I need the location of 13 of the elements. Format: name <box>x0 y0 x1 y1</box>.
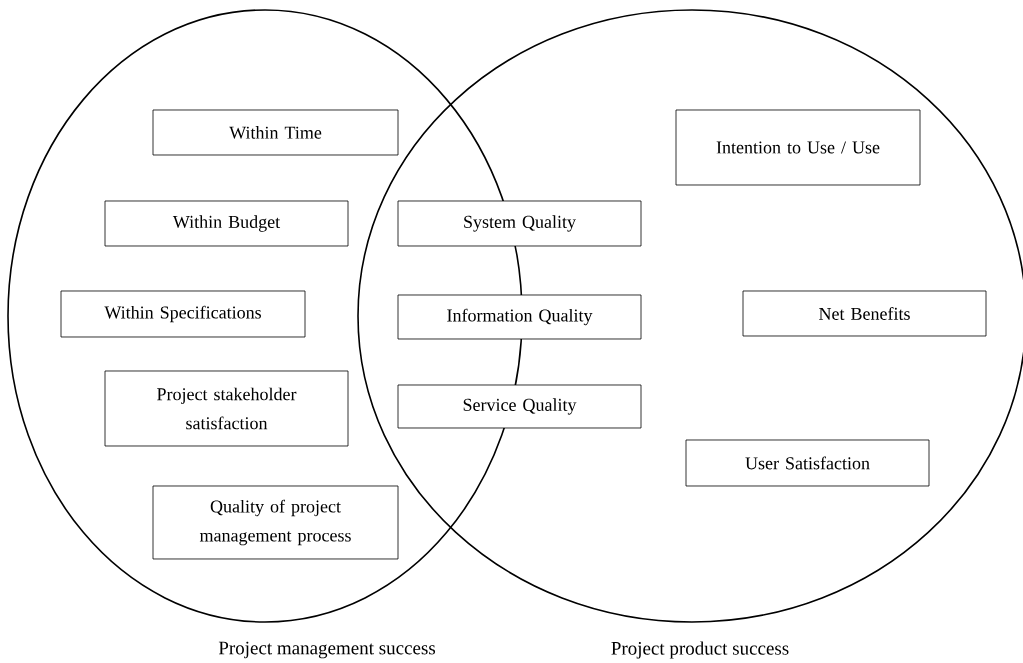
text-box: Intention to Use / Use <box>675 109 921 186</box>
text-box: Net Benefits <box>742 290 987 337</box>
text-box: User Satisfaction <box>685 439 930 487</box>
text-box: Within Specifications <box>60 290 306 338</box>
text-box: Service Quality <box>397 384 642 429</box>
text-box: Within Budget <box>104 200 349 247</box>
text-box: System Quality <box>397 200 642 247</box>
text-box: Project stakeholder satisfaction <box>104 370 349 447</box>
text-box: Information Quality <box>397 294 642 340</box>
text-box: Within Time <box>152 109 399 156</box>
circle-caption: Project management success <box>218 641 436 659</box>
circle-caption: Project product success <box>611 641 789 659</box>
text-box: Quality of project management process <box>152 485 399 560</box>
